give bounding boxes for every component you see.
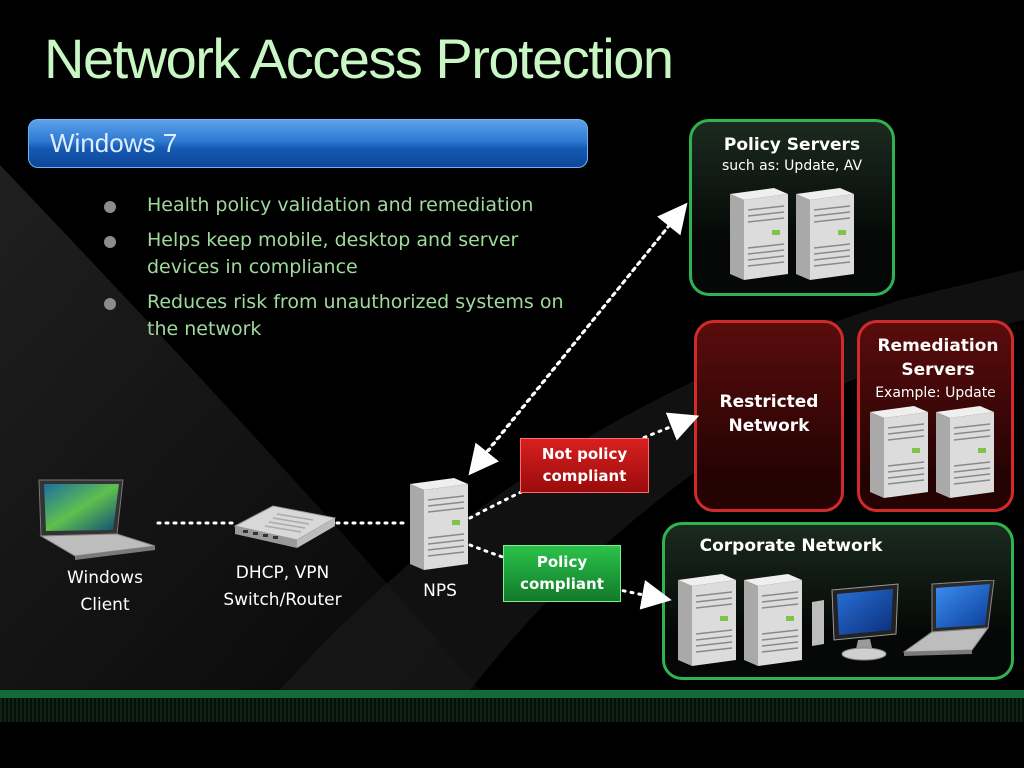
- bullet-item: Health policy validation and remediation: [100, 192, 570, 219]
- policy-servers-title: Policy Servers: [723, 135, 861, 155]
- router-icon: [233, 505, 337, 548]
- not-compliant-tag: Not policy compliant: [520, 438, 649, 493]
- server-icon: [744, 574, 802, 666]
- policy-servers-box: [689, 119, 895, 296]
- nps-label: NPS: [423, 581, 457, 601]
- banner-label: Windows 7: [50, 128, 178, 158]
- policy-servers-subtitle: such as: Update, AV: [721, 158, 863, 174]
- bullet-item: Reduces risk from unauthorized systems o…: [100, 289, 570, 343]
- switch-router-label: DHCP, VPN Switch/Router: [223, 563, 342, 610]
- feature-bullet-list: Health policy validation and remediation…: [100, 192, 570, 351]
- nps-server-icon: [410, 478, 468, 570]
- page-title: Network Access Protection: [44, 27, 674, 90]
- corporate-network-title: Corporate Network: [699, 536, 883, 556]
- desktop-computer-icon: [812, 583, 899, 661]
- bullet-item: Helps keep mobile, desktop and server de…: [100, 227, 570, 281]
- remediation-servers-title: Remediation Servers: [877, 336, 999, 380]
- server-icon: [796, 188, 854, 280]
- server-icon: [678, 574, 736, 666]
- footer-stripe: [0, 698, 1024, 722]
- laptop-icon: [38, 479, 156, 560]
- windows7-banner: Windows 7: [28, 119, 588, 168]
- restricted-network-box: [694, 320, 844, 512]
- footer-bar: [0, 690, 1024, 698]
- server-icon: [730, 188, 788, 280]
- restricted-network-title: Restricted Network: [719, 392, 819, 436]
- remediation-servers-subtitle: Example: Update: [875, 385, 996, 401]
- server-icon: [936, 406, 994, 498]
- server-icon: [870, 406, 928, 498]
- laptop-icon: [902, 580, 995, 656]
- windows-client-label: Windows Client: [67, 568, 143, 615]
- compliant-tag: Policy compliant: [503, 545, 621, 602]
